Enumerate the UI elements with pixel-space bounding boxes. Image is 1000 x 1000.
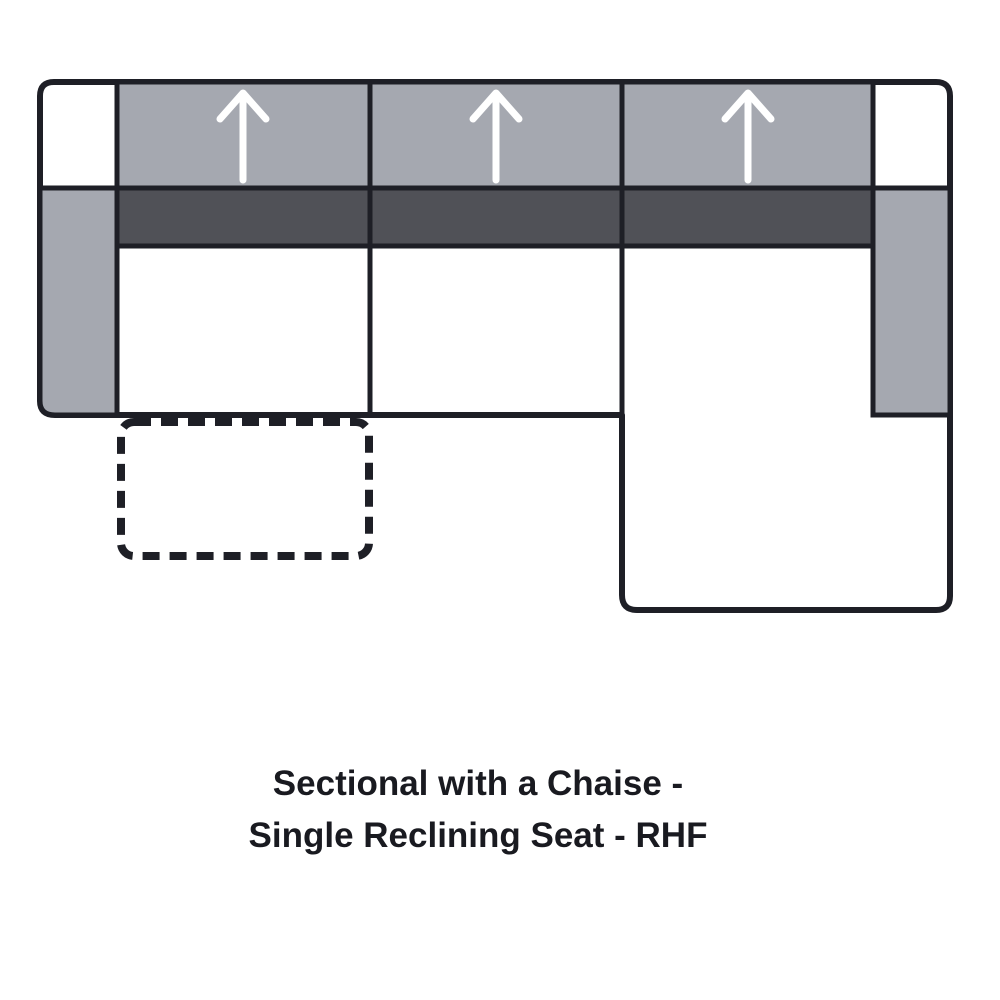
up-arrow-icon xyxy=(721,89,775,184)
left-armrest xyxy=(37,185,120,418)
up-arrow-icon xyxy=(469,89,523,184)
right-armrest xyxy=(870,185,953,418)
back-cushion-strip-middle xyxy=(367,185,625,249)
up-arrow-icon xyxy=(216,89,270,184)
title-line-1: Sectional with a Chaise - xyxy=(272,764,684,803)
recliner-footrest-dashed-outline xyxy=(117,418,373,560)
back-cushion-strip-left xyxy=(114,185,373,249)
back-cushion-strip-right xyxy=(619,185,876,249)
title-line-2: Single Reclining Seat - RHF xyxy=(248,816,708,855)
diagram-title: Sectional with a Chaise - Single Reclini… xyxy=(0,758,1000,862)
sectional-floorplan-diagram xyxy=(37,79,953,613)
